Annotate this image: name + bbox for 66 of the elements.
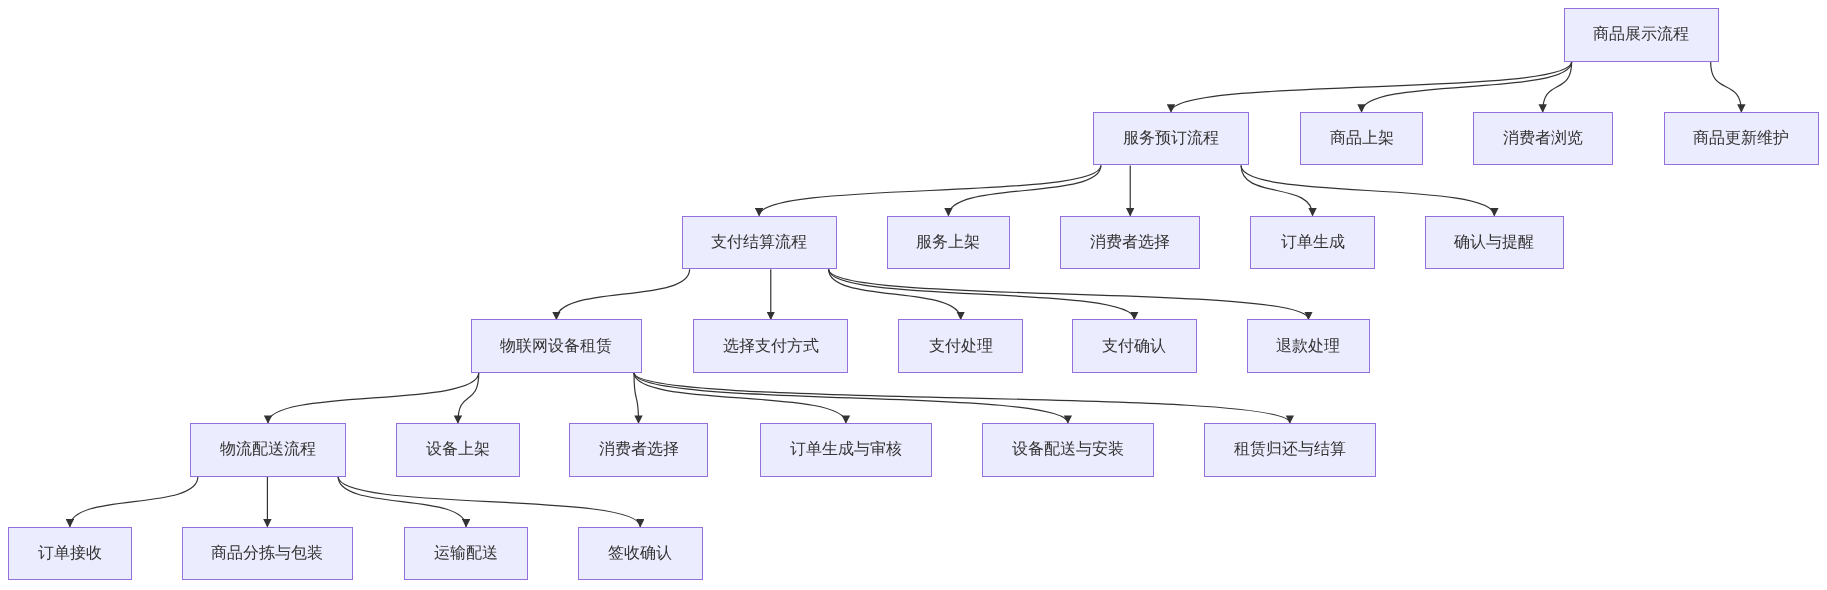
process-box [189, 422, 347, 477]
process-box [568, 422, 709, 477]
process-box [577, 526, 703, 581]
arrow [1539, 61, 1573, 113]
process-box [693, 319, 849, 373]
node-label: 消费者选择 [598, 439, 679, 461]
node-label: 订单接收 [37, 542, 102, 564]
node-label: 服务预订流程 [1123, 128, 1219, 150]
node-label: 物联网设备租赁 [500, 335, 613, 357]
arrow [633, 372, 1291, 424]
arrow [828, 268, 963, 321]
process-box [404, 526, 528, 581]
node-label: 运输配送 [434, 542, 499, 564]
process-box [982, 422, 1154, 477]
process-box [1060, 215, 1201, 270]
arrow [337, 475, 641, 528]
node-label: 服务上架 [916, 231, 981, 253]
arrow [68, 475, 199, 528]
process-box [886, 215, 1011, 270]
node-label: 订单生成 [1280, 231, 1345, 253]
process-box [1472, 111, 1613, 166]
arrow [263, 475, 272, 528]
node-label: 商品上架 [1329, 128, 1394, 150]
node-label: 设备上架 [425, 439, 490, 461]
arrow [947, 164, 1102, 217]
node-label: 租赁归还与结算 [1233, 439, 1346, 461]
node-label: 消费者选择 [1090, 231, 1171, 253]
node-label: 商品更新维护 [1693, 128, 1790, 150]
node-label: 支付处理 [928, 335, 993, 357]
arrow [454, 372, 480, 424]
arrow [766, 268, 775, 321]
node-label: 支付结算流程 [711, 231, 808, 253]
node-label: 退款处理 [1276, 335, 1341, 357]
process-box [470, 319, 642, 373]
process-box [1203, 422, 1377, 477]
node-label: 设备配送与安装 [1011, 439, 1124, 461]
arrow [554, 268, 691, 321]
process-box [1663, 111, 1819, 166]
node-label: 商品展示流程 [1593, 24, 1690, 46]
arrow [1710, 61, 1745, 113]
process-box [1092, 111, 1250, 166]
arrow [1126, 164, 1135, 217]
node-label: 确认与提醒 [1454, 231, 1535, 253]
process-box [1425, 215, 1564, 270]
node-label: 签收确认 [608, 542, 673, 564]
node-label: 消费者浏览 [1502, 128, 1583, 150]
process-box [1563, 8, 1719, 62]
process-box [396, 422, 520, 477]
process-box [1250, 215, 1375, 270]
node-label: 物流配送流程 [220, 439, 316, 461]
node-label: 选择支付方式 [722, 335, 819, 357]
process-box [181, 526, 354, 581]
process-box [759, 422, 933, 477]
process-box [898, 319, 1023, 373]
node-label: 支付确认 [1102, 335, 1167, 357]
arrow [633, 372, 643, 424]
arrow [633, 372, 1069, 424]
node-label: 商品分拣与包装 [211, 542, 324, 564]
process-box [681, 215, 837, 270]
process-box [1246, 319, 1371, 373]
arrow [1170, 61, 1573, 113]
arrow [828, 268, 1310, 320]
process-box [8, 526, 132, 581]
node-label: 订单生成与审核 [789, 439, 902, 461]
process-box [1071, 319, 1197, 373]
process-box [1300, 111, 1423, 166]
